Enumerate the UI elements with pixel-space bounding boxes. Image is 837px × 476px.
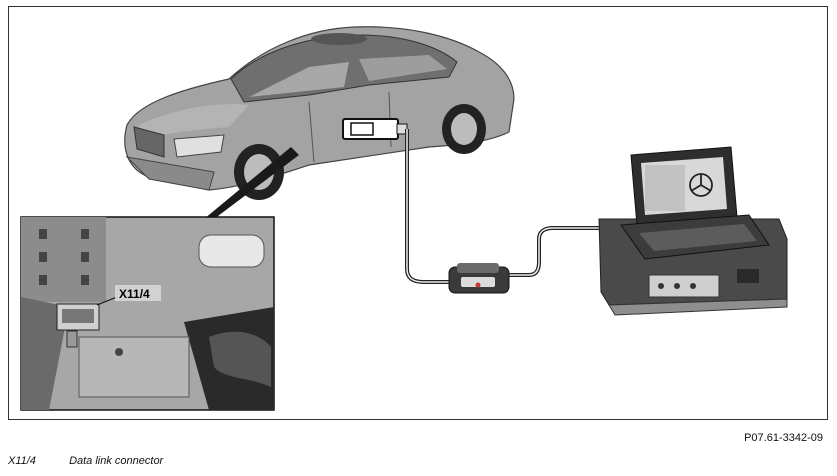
cable-to-car — [405, 129, 449, 284]
diagram-svg: X11/4 — [20, 26, 788, 411]
multiplexer-device — [448, 263, 510, 294]
figure-reference-number: P07.61-3342-09 — [744, 432, 823, 444]
car-illustration — [124, 26, 515, 200]
connector-leader-line — [96, 296, 118, 306]
callout-pointer — [204, 147, 299, 219]
cable-to-laptop — [507, 226, 599, 277]
legend-row: X11/4 Data link connector — [8, 455, 163, 467]
legend-code: X11/4 — [8, 455, 36, 467]
legend-description: Data link connector — [69, 455, 164, 467]
connector-callout-label: X11/4 — [119, 287, 150, 301]
diagnosis-laptop — [598, 146, 788, 316]
connector-inset-photo: X11/4 — [20, 216, 275, 411]
diagram-frame: X11/4 — [8, 6, 828, 420]
obd-plug — [342, 118, 408, 140]
